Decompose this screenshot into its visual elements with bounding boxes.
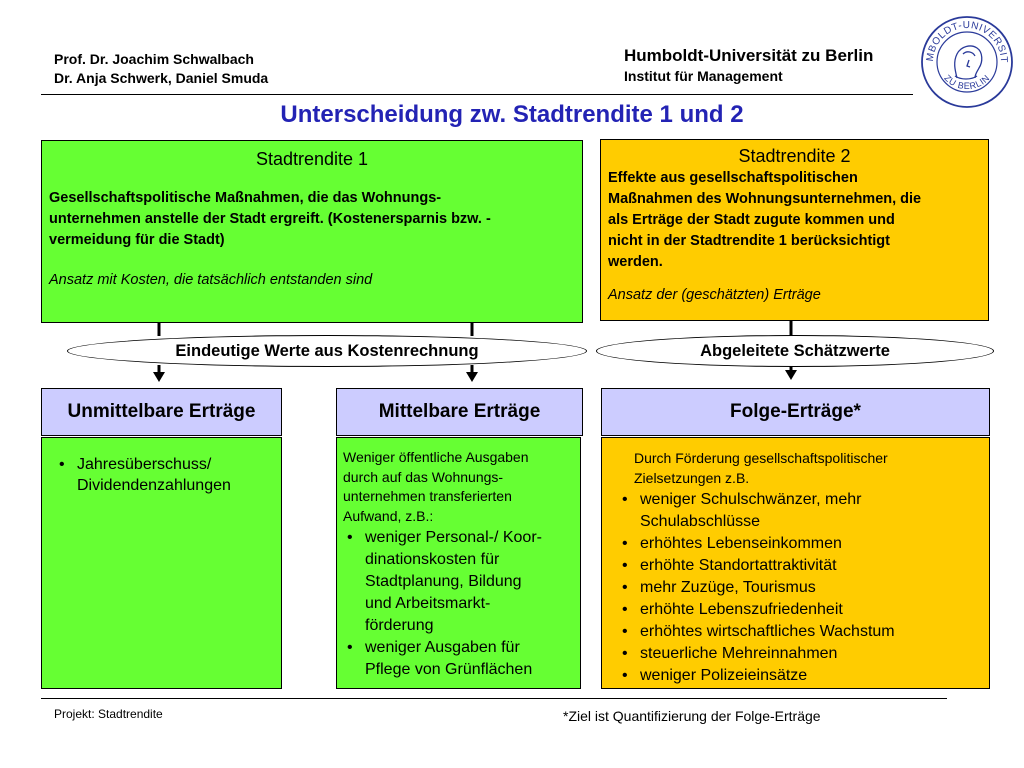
list-item: weniger Personal-/ Koor- dinationskosten… <box>343 527 580 637</box>
mittelbare-intro-line-1: Weniger öffentliche Ausgaben <box>343 449 529 465</box>
stadtrendite-1-note: Ansatz mit Kosten, die tatsächlich entst… <box>49 272 373 288</box>
ellipse-schaetzwerte: Abgeleitete Schätzwerte <box>596 335 994 367</box>
stadtrendite-1-text-line-1: Gesellschaftspolitische Maßnahmen, die d… <box>49 190 442 206</box>
stadtrendite-2-description: Effekte aus gesellschaftspolitischen Maß… <box>608 168 988 273</box>
stadtrendite-2-note: Ansatz der (geschätzten) Erträge <box>608 287 821 303</box>
mittelbare-intro: Weniger öffentliche Ausgaben durch auf d… <box>343 448 580 526</box>
unmittelbare-list: Jahresüberschuss/ Dividendenzahlungen <box>55 454 281 496</box>
list-item: erhöhte Lebenszufriedenheit <box>618 599 989 621</box>
list-item: mehr Zuzüge, Tourismus <box>618 577 989 599</box>
footer-divider <box>41 698 947 699</box>
stadtrendite-1-text-line-2: unternehmen anstelle der Stadt ergreift.… <box>49 211 491 227</box>
list-item: weniger Polizeieinsätze <box>618 665 989 687</box>
list-item-line: weniger Ausgaben für <box>365 639 520 656</box>
author-line-2: Dr. Anja Schwerk, Daniel Smuda <box>54 70 269 86</box>
page-title: Unterscheidung zw. Stadtrendite 1 und 2 <box>280 101 744 128</box>
mittelbare-content-box: Weniger öffentliche Ausgaben durch auf d… <box>336 437 581 689</box>
list-item-line: und Arbeitsmarkt- <box>365 595 491 612</box>
stadtrendite-1-description: Gesellschaftspolitische Maßnahmen, die d… <box>49 188 582 251</box>
stadtrendite-1-heading: Stadtrendite 1 <box>255 149 369 169</box>
list-item-line: dinationskosten für <box>365 551 500 568</box>
stadtrendite-2-heading: Stadtrendite 2 <box>738 146 851 166</box>
stadtrendite-2-text-line-3: als Erträge der Stadt zugute kommen und <box>608 212 895 228</box>
institute-name: Institut für Management <box>624 68 783 84</box>
mittelbare-intro-line-2: durch auf das Wohnungs- <box>343 468 504 485</box>
folge-intro-line-1: Durch Förderung gesellschaftspolitischer <box>634 450 888 466</box>
footer-note: *Ziel ist Quantifizierung der Folge-Ertr… <box>563 708 821 724</box>
list-item-line: weniger Schulschwänzer, mehr <box>640 491 862 508</box>
folge-content-box: Durch Förderung gesellschaftspolitischer… <box>601 437 990 689</box>
list-item-line: Stadtplanung, Bildung <box>365 573 522 590</box>
category-mittelbare-ertraege: Mittelbare Erträge <box>336 388 583 436</box>
folge-intro: Durch Förderung gesellschaftspolitischer… <box>634 449 989 488</box>
list-item: erhöhte Standortattraktivität <box>618 555 989 577</box>
stadtrendite-2-box: Stadtrendite 2 Effekte aus gesellschafts… <box>600 139 989 321</box>
list-item: steuerliche Mehreinnahmen <box>618 643 989 665</box>
mittelbare-intro-line-3: unternehmen transferierten <box>343 488 512 504</box>
institution: Humboldt-Universität zu Berlin Institut … <box>624 46 873 86</box>
footer-project: Projekt: Stadtrendite <box>54 707 163 721</box>
author-line-1: Prof. Dr. Joachim Schwalbach <box>54 51 254 67</box>
list-item-line: Pflege von Grünflächen <box>365 661 533 678</box>
folge-list: weniger Schulschwänzer, mehr Schulabschl… <box>618 489 989 687</box>
university-name: Humboldt-Universität zu Berlin <box>624 46 874 65</box>
folge-intro-line-2: Zielsetzungen z.B. <box>634 469 750 486</box>
portrait-icon <box>954 45 983 80</box>
list-item: Jahresüberschuss/ Dividendenzahlungen <box>55 454 281 496</box>
stadtrendite-2-text-line-2: Maßnahmen des Wohnungsunternehmen, die <box>608 191 922 207</box>
stadtrendite-2-text-line-4: nicht in der Stadtrendite 1 berücksichti… <box>608 233 890 249</box>
list-item-line: Jahresüberschuss/ <box>77 456 212 473</box>
list-item: erhöhtes Lebenseinkommen <box>618 533 989 555</box>
stadtrendite-2-text-line-5: werden. <box>608 254 663 270</box>
university-seal-logo: HUMBOLDT-UNIVERSITÄT ZU BERLIN <box>915 5 1015 110</box>
mittelbare-list: weniger Personal-/ Koor- dinationskosten… <box>343 527 580 681</box>
list-item-line: Dividendenzahlungen <box>77 477 231 494</box>
mittelbare-intro-line-4: Aufwand, z.B.: <box>343 507 434 524</box>
header-divider <box>41 94 913 95</box>
stadtrendite-1-box: Stadtrendite 1 Gesellschaftspolitische M… <box>41 140 583 323</box>
list-item: weniger Ausgaben für Pflege von Grünfläc… <box>343 637 580 681</box>
stadtrendite-1-text-line-3: vermeidung für die Stadt) <box>49 232 225 248</box>
list-item-line: Schulabschlüsse <box>640 513 761 530</box>
ellipse-kostenrechnung: Eindeutige Werte aus Kostenrechnung <box>67 335 587 367</box>
list-item: erhöhtes wirtschaftliches Wachstum <box>618 621 989 643</box>
list-item-line: förderung <box>365 617 434 634</box>
list-item: weniger Schulschwänzer, mehr Schulabschl… <box>618 489 989 533</box>
unmittelbare-content-box: Jahresüberschuss/ Dividendenzahlungen <box>41 437 282 689</box>
category-unmittelbare-ertraege: Unmittelbare Erträge <box>41 388 282 436</box>
category-folge-ertraege: Folge-Erträge* <box>601 388 990 436</box>
stadtrendite-2-text-line-1: Effekte aus gesellschaftspolitischen <box>608 170 858 186</box>
list-item-line: weniger Personal-/ Koor- <box>365 529 542 546</box>
authors: Prof. Dr. Joachim Schwalbach Dr. Anja Sc… <box>54 50 268 88</box>
